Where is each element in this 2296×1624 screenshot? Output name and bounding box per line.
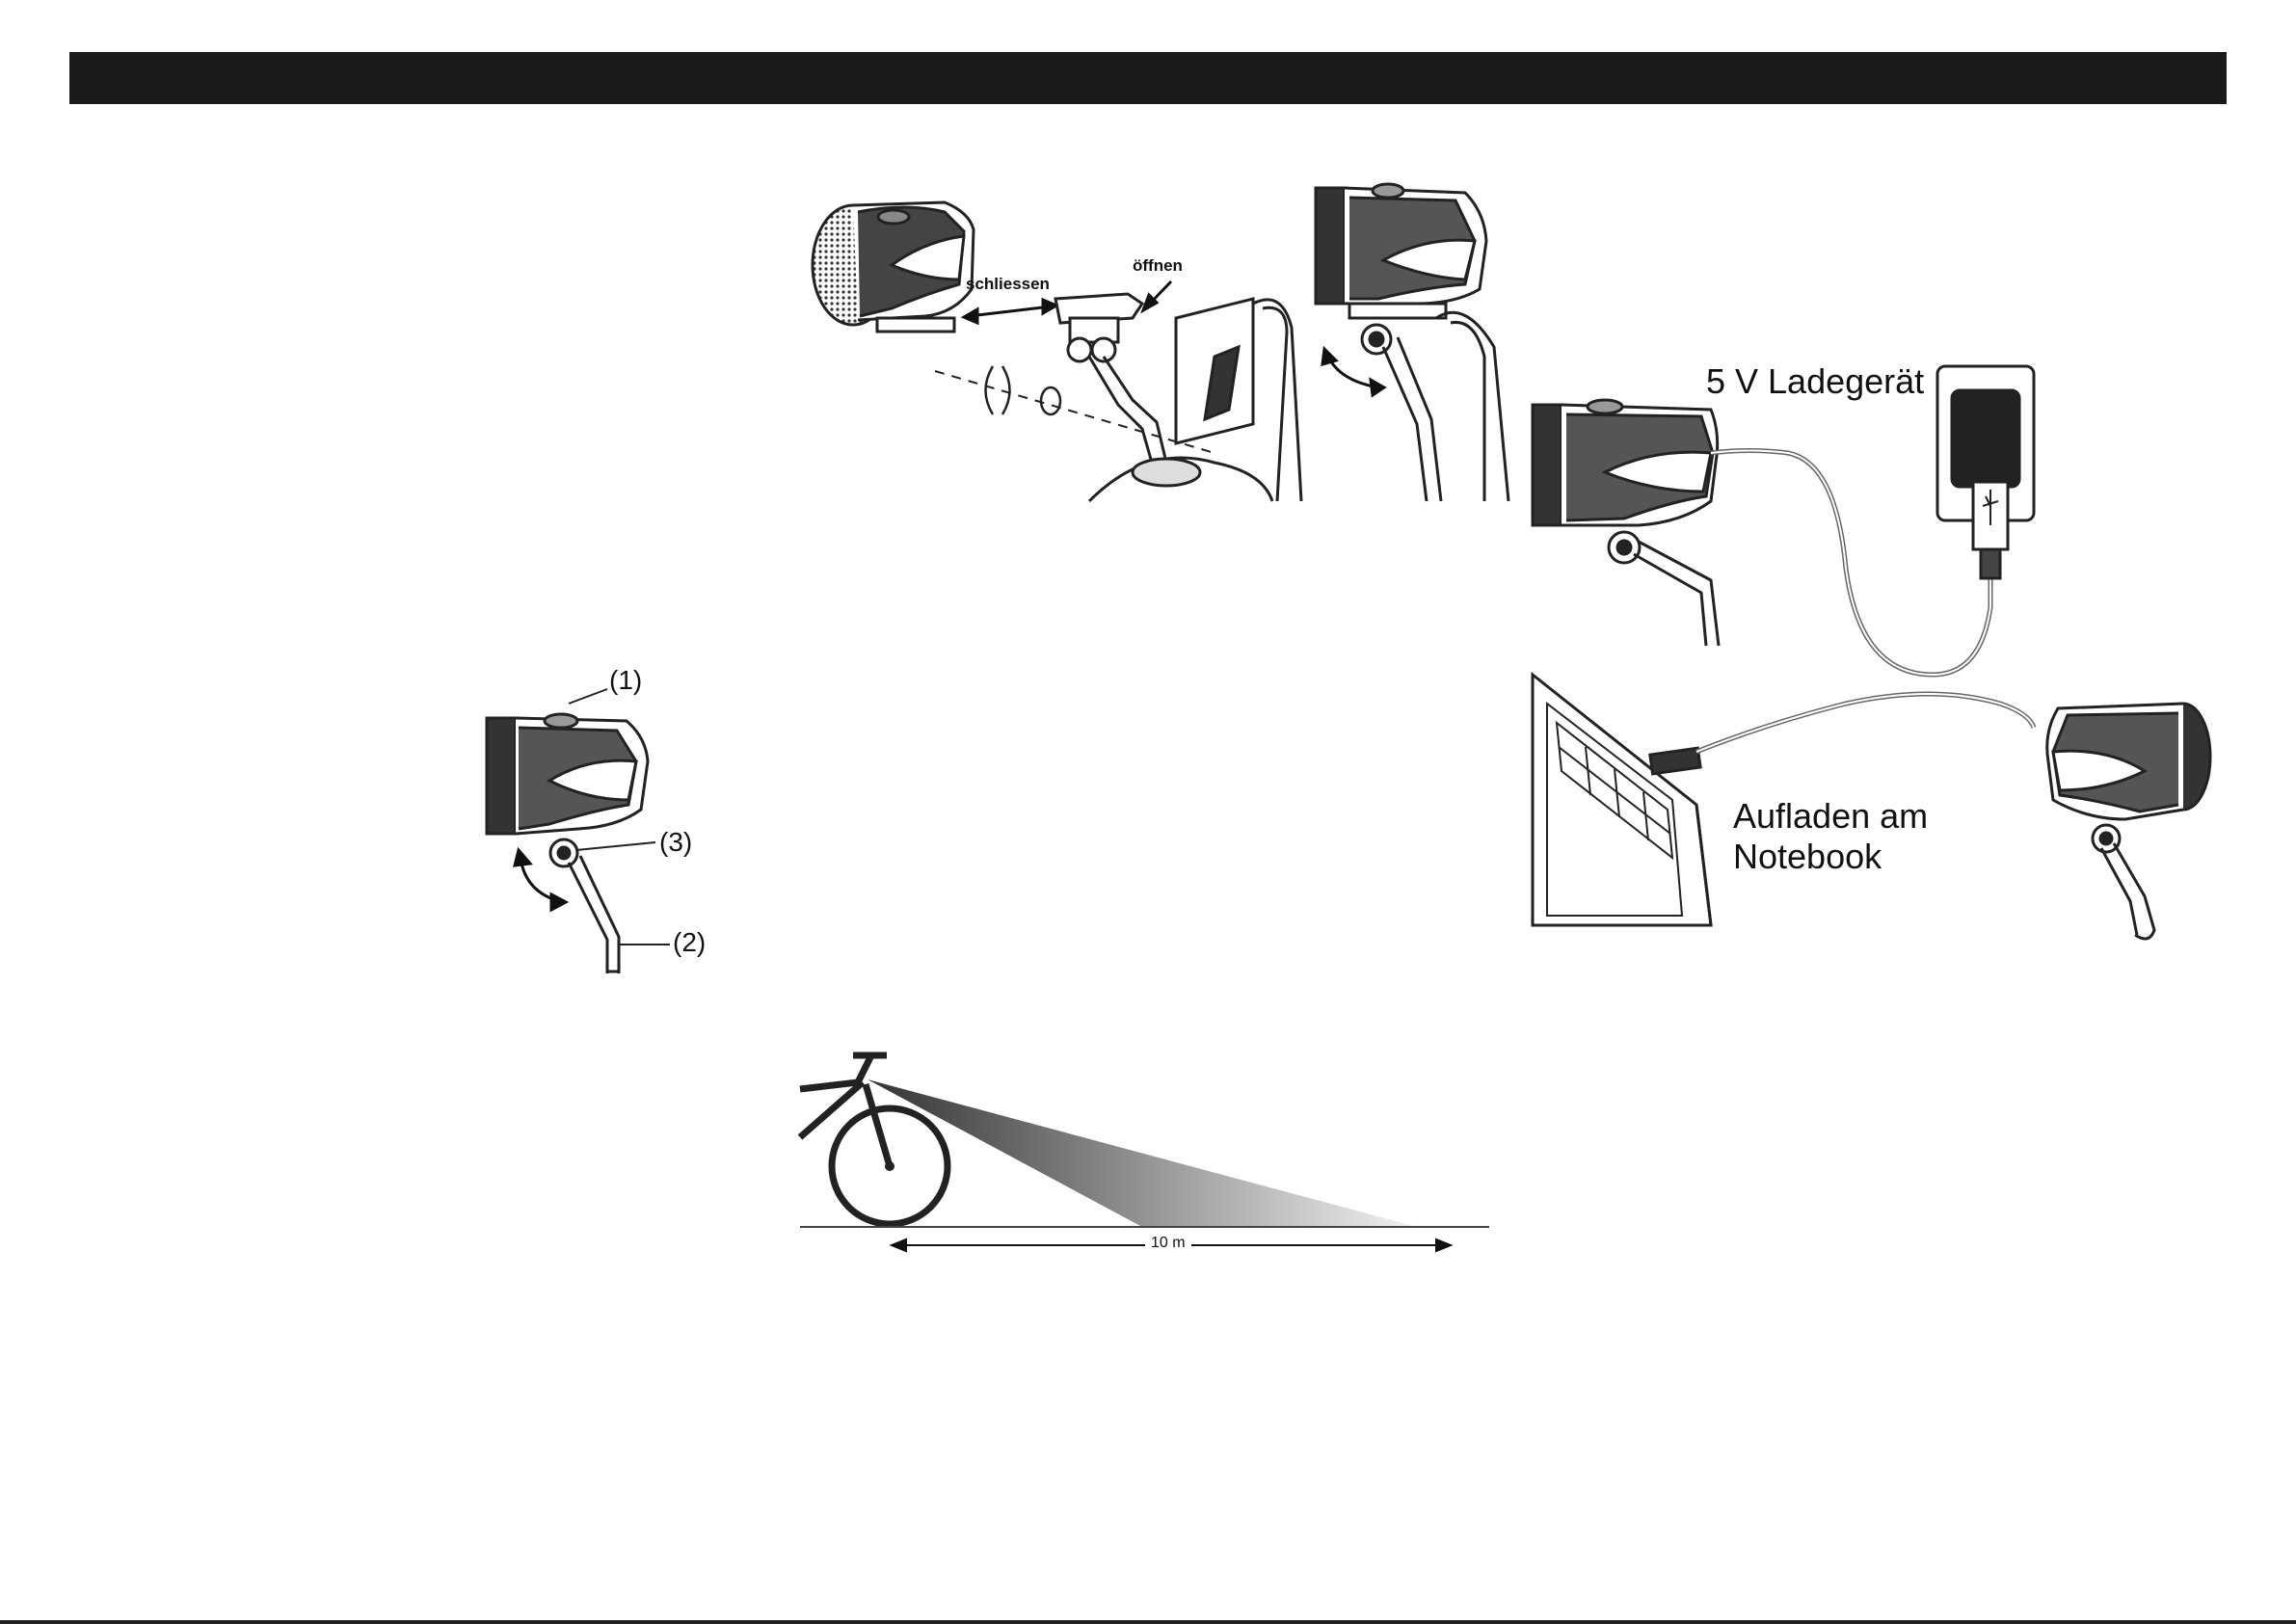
mounting-illustration (800, 173, 1513, 501)
lamp-unit-left (813, 202, 974, 332)
charger-label: 5 V Ladegerät (1706, 362, 1924, 401)
callout-3: (3) (659, 827, 692, 858)
label-close: schliessen (966, 275, 1050, 294)
bicycle-icon (800, 1053, 948, 1224)
callout-2: (2) (673, 927, 706, 958)
charging-figure: 5 V Ladegerät Aufladen am Notebook (1528, 357, 2222, 954)
notebook-label-line1: Aufladen am (1733, 797, 1928, 836)
notebook-label-line2: Notebook (1733, 838, 1882, 876)
mounting-figure: schliessen öffnen (800, 173, 1513, 501)
light-beam (868, 1079, 1417, 1227)
parts-illustration (463, 665, 752, 983)
parts-figure: (1) (3) (2) (463, 665, 752, 983)
footer-line (0, 1620, 2296, 1624)
beam-figure: 10 m (800, 1046, 1494, 1258)
beam-illustration (800, 1046, 1494, 1258)
mount-bracket (1055, 294, 1301, 501)
callout-1: (1) (609, 665, 642, 696)
distance-label: 10 m (1145, 1235, 1191, 1252)
label-open: öffnen (1133, 256, 1183, 276)
header-bar (69, 52, 2227, 104)
lamp-unit-right (1316, 184, 1508, 501)
